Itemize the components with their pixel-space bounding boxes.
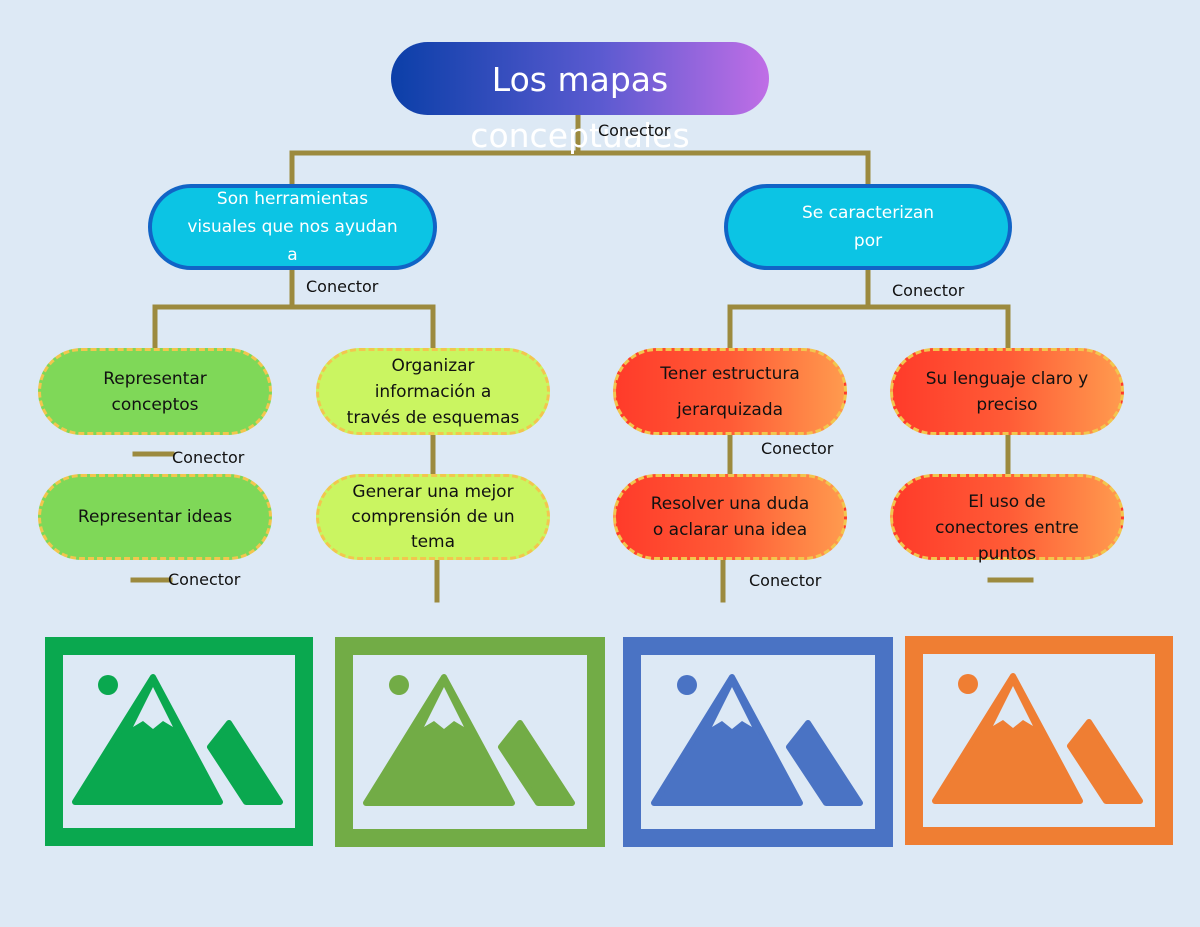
leaf-node-representar-ideas: Representar ideas — [38, 474, 272, 560]
branch-node-herramientas: Son herramientas visuales que nos ayudan… — [148, 184, 437, 270]
leaf-node-lenguaje-claro: Su lenguaje claro y preciso — [890, 348, 1124, 435]
connector-label: Conector — [761, 439, 834, 458]
connector-label: Conector — [306, 277, 379, 296]
connector-label: Conector — [892, 281, 965, 300]
image-icon-orange — [905, 636, 1173, 845]
leaf-node-uso-conectores: El uso de conectores entre puntos — [890, 474, 1124, 564]
connector-label: Conector — [749, 571, 822, 590]
connector-label: Conector — [172, 448, 245, 467]
leaf-node-organizar-informacion: Organizar información a través de esquem… — [316, 348, 550, 435]
branch-node-caracterizan: Se caracterizan por — [724, 184, 1012, 270]
leaf-node-estructura-jerarquizada: Tener estructura jerarquizada — [613, 348, 847, 435]
image-icon-blue — [623, 637, 893, 847]
leaf-node-representar-conceptos: Representar conceptos — [38, 348, 272, 435]
connector-label: Conector — [168, 570, 241, 589]
leaf-node-resolver-duda: Resolver una duda o aclarar una idea — [613, 474, 847, 560]
image-icon-green — [45, 637, 313, 846]
connector-label: Conector — [598, 121, 671, 140]
root-concept-node: Los mapas conceptuales — [391, 42, 769, 155]
image-icon-olive — [335, 637, 605, 847]
leaf-node-generar-comprension: Generar una mejor comprensión de un tema — [316, 474, 550, 560]
